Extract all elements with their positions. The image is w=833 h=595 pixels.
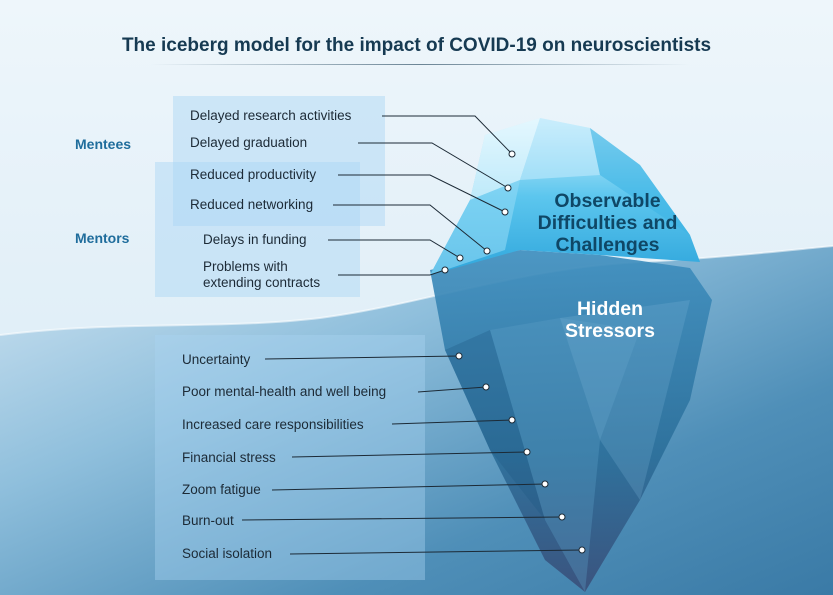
hidden-item: Uncertainty <box>182 352 251 367</box>
iceberg-underwater <box>430 250 712 592</box>
ice-facet <box>560 300 690 500</box>
hidden-heading-line: Hidden <box>576 298 644 320</box>
observable-heading-line: Challenges <box>555 234 660 256</box>
page-title: The iceberg model for the impact of COVI… <box>121 35 712 56</box>
ice-facet <box>470 118 540 200</box>
hidden-item: Financial stress <box>182 450 276 465</box>
hidden-item: Increased care responsibilities <box>182 417 364 432</box>
observable-item: Delayed research activities <box>190 108 352 123</box>
mentors-label: Mentors <box>75 230 130 246</box>
observable-item: Delayed graduation <box>190 135 308 150</box>
ice-facet <box>490 318 640 592</box>
hidden-item: Burn-out <box>182 513 234 528</box>
mentees-label: Mentees <box>75 136 132 152</box>
ice-facet <box>430 180 520 275</box>
leader-markers <box>441 150 586 554</box>
observable-item: Reduced productivity <box>190 167 317 182</box>
observable-item: Delays in funding <box>203 232 307 247</box>
ice-facet <box>590 128 690 235</box>
mentors-panel <box>155 162 360 297</box>
leader-lines <box>241 115 583 555</box>
hidden-item: Zoom fatigue <box>182 482 261 497</box>
observable-item-line2: extending contracts <box>203 275 321 290</box>
ice-facet <box>445 330 545 520</box>
mentees-panel <box>173 96 385 226</box>
hidden-heading: Hidden Stressors <box>540 298 680 342</box>
hidden-item: Social isolation <box>182 546 273 561</box>
title-divider <box>150 64 690 65</box>
observable-item: Reduced networking <box>190 197 314 212</box>
hidden-panel <box>155 335 425 580</box>
hidden-heading-line: Stressors <box>565 320 655 342</box>
observable-heading: Observable Difficulties and Challenges <box>520 190 695 256</box>
observable-heading-line: Difficulties and <box>537 212 678 234</box>
observable-item-line1: Problems with <box>203 259 288 274</box>
ice-facet <box>520 118 600 180</box>
observable-heading-line: Observable <box>554 190 661 212</box>
hidden-item: Poor mental-health and well being <box>182 384 387 399</box>
